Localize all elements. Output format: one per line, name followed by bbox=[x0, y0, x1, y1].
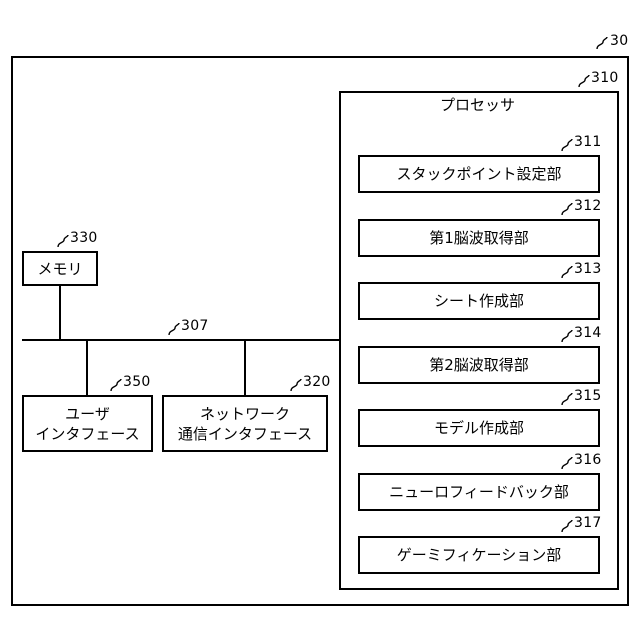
ref-314: 314 bbox=[574, 325, 602, 341]
processor-unit-313: シート作成部 bbox=[358, 282, 600, 320]
ref-311: 311 bbox=[574, 134, 602, 150]
ref-leader-310 bbox=[578, 74, 592, 88]
ref-leader-312 bbox=[561, 202, 575, 216]
processor-unit-317: ゲーミフィケーション部 bbox=[358, 536, 600, 574]
memory-connector bbox=[59, 284, 61, 340]
network-interface-connector bbox=[244, 340, 246, 397]
ref-leader-350 bbox=[110, 378, 124, 392]
ref-leader-313 bbox=[561, 265, 575, 279]
ref-leader-311 bbox=[561, 138, 575, 152]
ref-350: 350 bbox=[123, 374, 151, 390]
ref-330: 330 bbox=[70, 230, 98, 246]
ref-30: 30 bbox=[610, 33, 628, 49]
memory-label: メモリ bbox=[37, 259, 82, 279]
network-interface-label-line1: ネットワーク bbox=[178, 404, 312, 424]
processor-unit-label: 第2脳波取得部 bbox=[429, 355, 529, 375]
processor-unit-315: モデル作成部 bbox=[358, 409, 600, 447]
network-interface-box: ネットワーク 通信インタフェース bbox=[162, 395, 328, 452]
ref-315: 315 bbox=[574, 388, 602, 404]
ref-leader-307 bbox=[168, 322, 182, 336]
processor-unit-label: ゲーミフィケーション部 bbox=[397, 545, 561, 565]
processor-unit-316: ニューロフィードバック部 bbox=[358, 473, 600, 511]
ref-317: 317 bbox=[574, 515, 602, 531]
processor-unit-314: 第2脳波取得部 bbox=[358, 346, 600, 384]
processor-label: プロセッサ bbox=[440, 94, 515, 115]
ref-320: 320 bbox=[303, 374, 331, 390]
ref-leader-320 bbox=[290, 378, 304, 392]
ref-310: 310 bbox=[591, 70, 619, 86]
ref-leader-330 bbox=[57, 234, 71, 248]
processor-unit-label: ニューロフィードバック部 bbox=[389, 482, 569, 502]
processor-unit-label: シート作成部 bbox=[434, 291, 524, 311]
ref-leader-30 bbox=[596, 36, 610, 50]
user-interface-label-line2: インタフェース bbox=[35, 424, 139, 444]
memory-box: メモリ bbox=[22, 251, 98, 286]
user-interface-label-line1: ユーザ bbox=[35, 404, 139, 424]
ref-leader-315 bbox=[561, 392, 575, 406]
user-interface-box: ユーザ インタフェース bbox=[22, 395, 153, 452]
bus-line bbox=[22, 339, 340, 341]
ref-leader-317 bbox=[561, 519, 575, 533]
processor-unit-312: 第1脳波取得部 bbox=[358, 219, 600, 257]
processor-unit-label: モデル作成部 bbox=[434, 418, 524, 438]
processor-unit-label: 第1脳波取得部 bbox=[429, 228, 529, 248]
ref-313: 313 bbox=[574, 261, 602, 277]
processor-unit-label: スタックポイント設定部 bbox=[396, 164, 561, 184]
ref-312: 312 bbox=[574, 198, 602, 214]
user-interface-connector bbox=[86, 340, 88, 397]
network-interface-label-line2: 通信インタフェース bbox=[178, 424, 312, 444]
ref-307: 307 bbox=[181, 318, 209, 334]
ref-316: 316 bbox=[574, 452, 602, 468]
processor-unit-311: スタックポイント設定部 bbox=[358, 155, 600, 193]
ref-leader-314 bbox=[561, 329, 575, 343]
ref-leader-316 bbox=[561, 456, 575, 470]
